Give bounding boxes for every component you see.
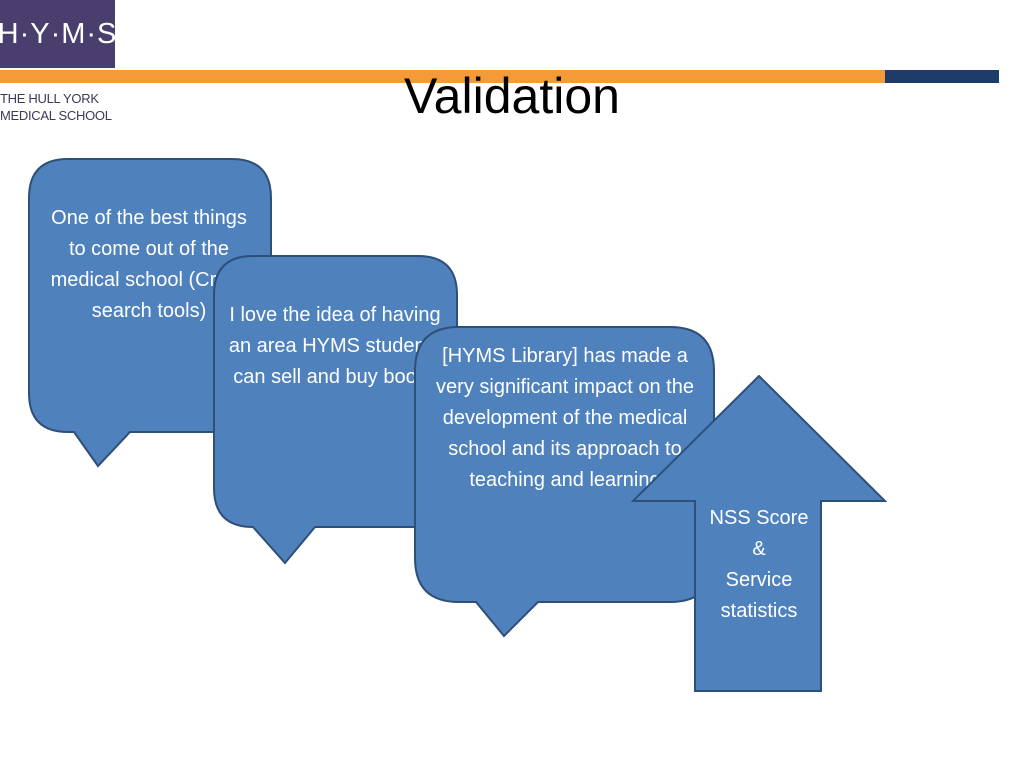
quote-callout-1: One of the best things to come out of th… — [28, 158, 272, 468]
logo-caption-line2: MEDICAL SCHOOL — [0, 108, 112, 123]
callout-shape-3 — [414, 326, 715, 638]
header-orange-bar — [0, 70, 885, 83]
up-arrow-icon — [631, 375, 887, 692]
quote-callout-2: I love the idea of having an area HYMS s… — [213, 255, 458, 565]
logo-caption: THE HULL YORK MEDICAL SCHOOL — [0, 90, 130, 124]
slide-title: Validation — [404, 68, 620, 124]
quote-text-1: One of the best things to come out of th… — [50, 207, 248, 322]
quote-callout-3: [HYMS Library] has made a very significa… — [414, 326, 716, 638]
arrow-label-line3: Service — [725, 569, 793, 591]
quote-text-3: [HYMS Library] has made a very significa… — [436, 345, 694, 491]
hyms-logo: H·Y·M·S — [0, 0, 118, 68]
callout-shape-2 — [213, 255, 458, 565]
arrow-label-line4: statistics — [720, 600, 798, 622]
arrow-label-line1: NSS Score — [709, 507, 809, 529]
quote-text-2: I love the idea of having an area HYMS s… — [228, 304, 442, 388]
up-arrow: NSS Score & Service statistics — [631, 375, 887, 693]
callout-shape-1 — [28, 158, 272, 468]
arrow-label: NSS Score & Service statistics — [697, 503, 821, 627]
arrow-label-line2: & — [752, 538, 766, 560]
header-navy-bar — [885, 70, 999, 83]
logo-wordmark: H·Y·M·S — [0, 17, 118, 50]
logo-caption-line1: THE HULL YORK — [0, 91, 99, 106]
